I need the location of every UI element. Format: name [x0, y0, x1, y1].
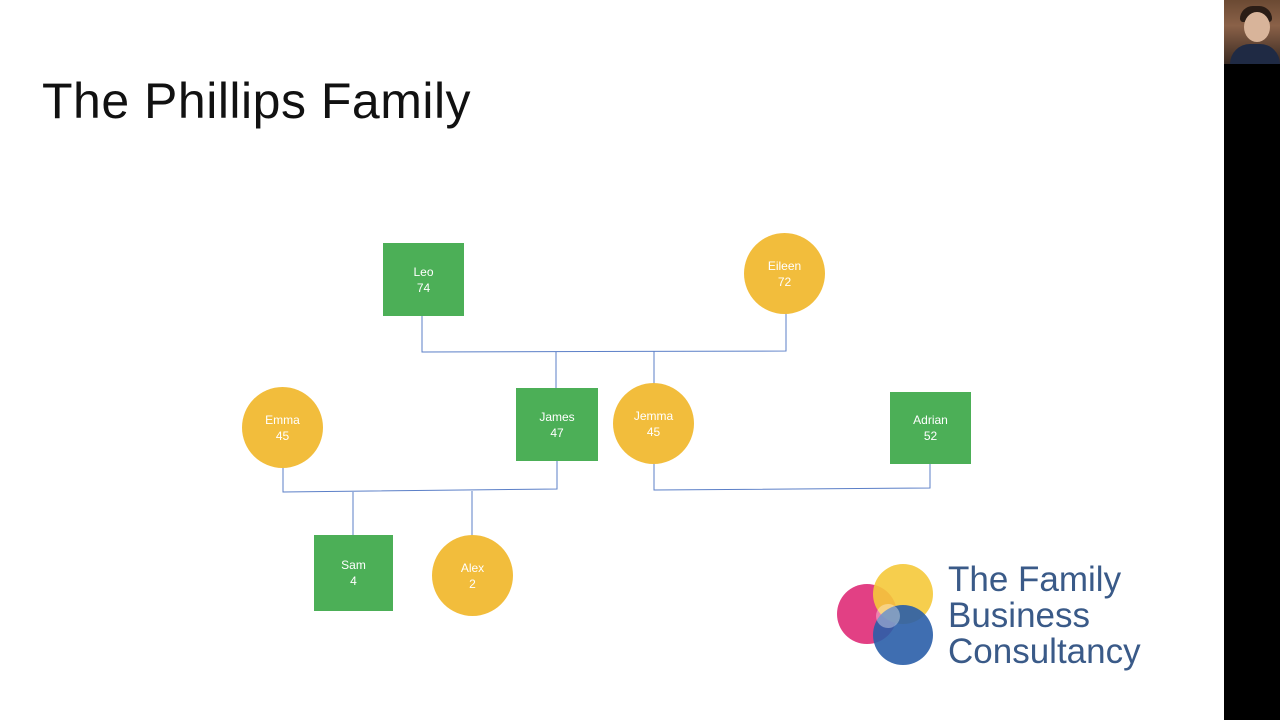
logo-blue-circle	[873, 605, 933, 665]
webcam-thumbnail	[1224, 0, 1280, 64]
logo-line-1: The Family	[948, 560, 1122, 599]
person-eileen: Eileen 72	[744, 233, 825, 314]
connector-emma-james	[282, 460, 558, 493]
person-sam-age: 4	[350, 574, 357, 588]
slide: The Phillips Family Leo 74 Eileen 72 Emm…	[0, 0, 1224, 720]
person-adrian-age: 52	[923, 429, 938, 443]
person-alex-name: Alex	[460, 560, 485, 575]
connector-jemma-adrian	[653, 462, 931, 491]
person-emma-name: Emma	[265, 412, 300, 427]
logo-line-2: Business	[948, 596, 1091, 635]
logo-circles-icon	[837, 564, 933, 665]
person-jemma-name: Jemma	[633, 408, 674, 423]
person-jemma-age: 45	[646, 424, 661, 439]
person-adrian: Adrian 52	[890, 392, 971, 464]
person-leo-age: 74	[416, 280, 431, 295]
person-adrian-name: Adrian	[913, 413, 948, 427]
person-sam-name: Sam	[341, 558, 366, 572]
person-eileen-age: 72	[777, 274, 792, 289]
person-leo: Leo 74	[383, 243, 464, 316]
person-leo-name: Leo	[413, 264, 434, 279]
person-sam: Sam 4	[314, 535, 393, 611]
slide-title: The Phillips Family	[42, 73, 472, 129]
person-james-name: James	[539, 409, 575, 424]
logo-wordmark: The Family Business Consultancy	[948, 562, 1141, 670]
person-james-age: 47	[550, 425, 564, 440]
logo-yellow-circle	[873, 564, 933, 624]
person-james: James 47	[516, 388, 598, 461]
logo-line-3: Consultancy	[948, 632, 1141, 671]
person-emma: Emma 45	[242, 387, 323, 468]
person-emma-age: 45	[275, 428, 290, 443]
person-alex: Alex 2	[432, 535, 513, 616]
tree-connectors	[282, 312, 931, 536]
person-alex-age: 2	[469, 576, 476, 591]
company-logo: The Family Business Consultancy	[836, 562, 1176, 672]
person-eileen-name: Eileen	[767, 258, 802, 273]
connector-leo-eileen	[421, 312, 787, 353]
person-jemma: Jemma 45	[613, 383, 694, 464]
